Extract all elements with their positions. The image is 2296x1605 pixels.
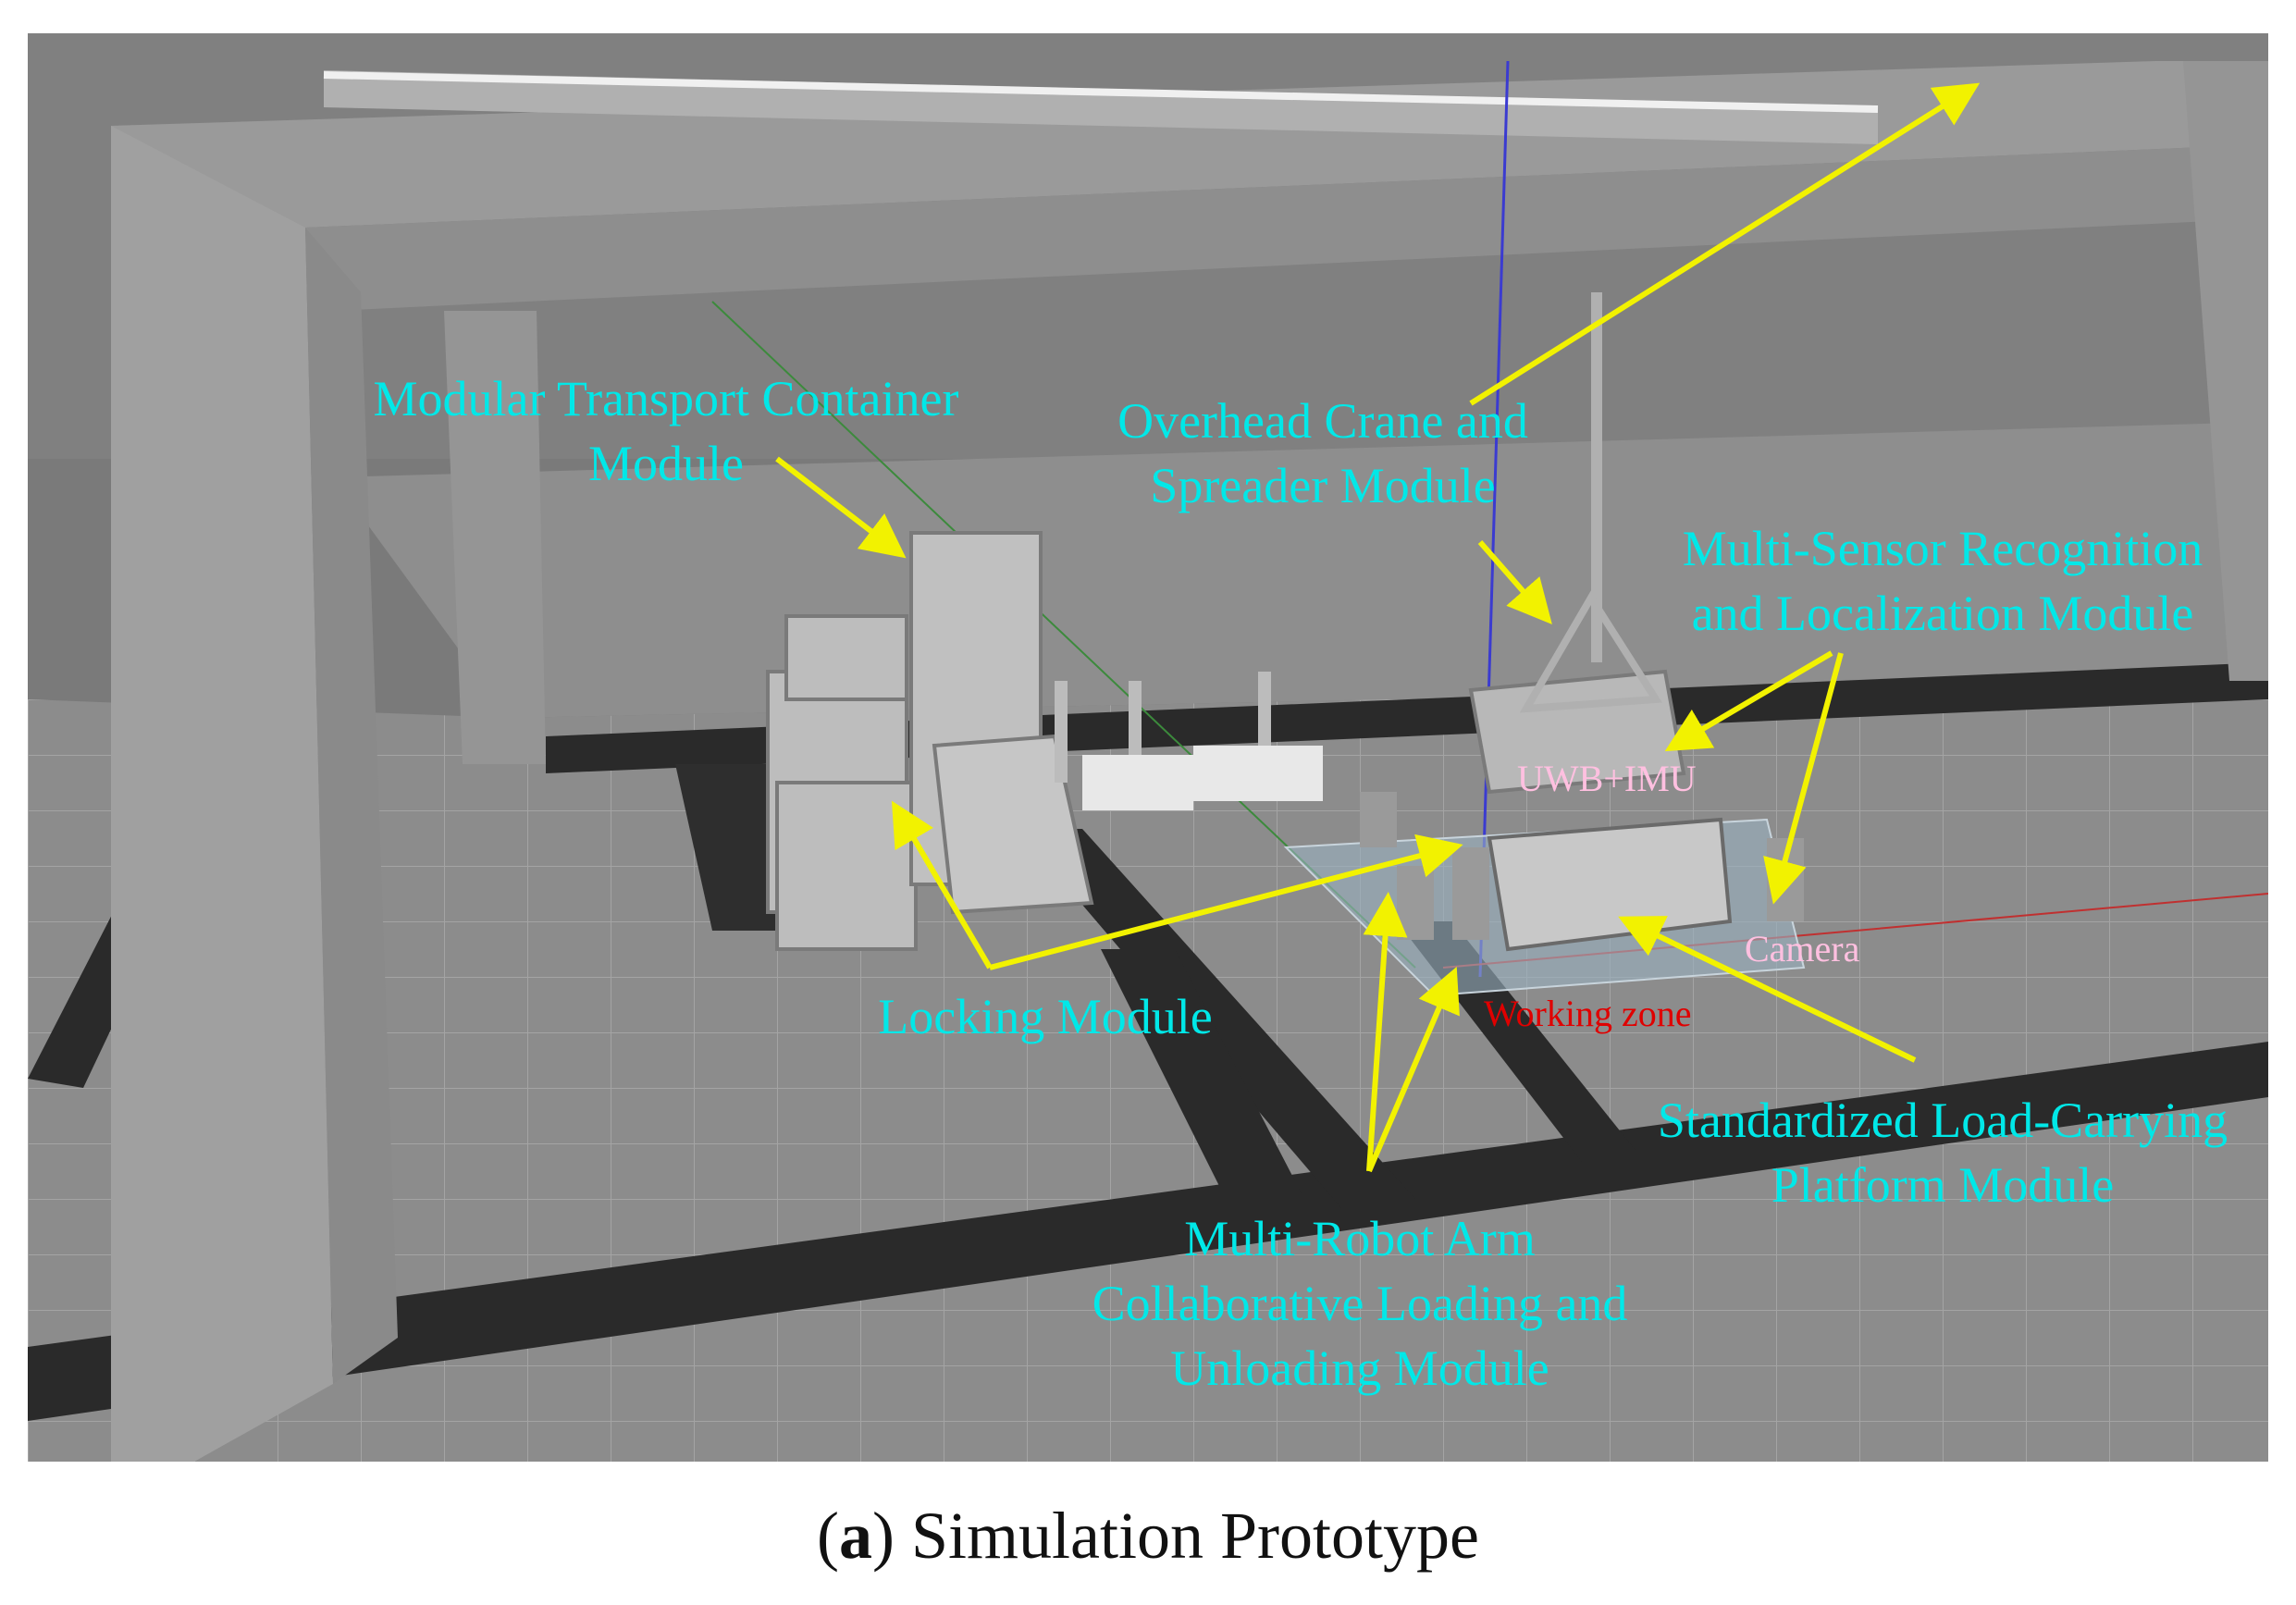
gantry-left-column [111, 126, 333, 1462]
arrow-robot-left [1363, 892, 1408, 1172]
crane-cable [1591, 292, 1602, 662]
label-locking-line1: Locking Module [878, 989, 1213, 1044]
label-sensor-line2: and Localization Module [1691, 586, 2194, 641]
label-crane-line2: Spreader Module [1150, 458, 1496, 513]
label-robot-arm-line2: Collaborative Loading and [1092, 1276, 1628, 1331]
gantry-back-column [444, 311, 546, 764]
floor-stripe-mid1 [1018, 829, 1415, 1208]
container-stack-left [766, 614, 918, 951]
label-container: Modular Transport Container Module [333, 366, 999, 496]
container-front [932, 734, 1094, 915]
label-uwb: UWB+IMU [1517, 758, 1697, 799]
label-robot-arm-line1: Multi-Robot Arm [1184, 1211, 1536, 1266]
gantry-rail-highlight [323, 71, 1879, 113]
load-platform [1487, 817, 1733, 952]
floor-stripe-front [28, 1042, 2268, 1421]
arrow-locking-right [989, 833, 1463, 970]
label-platform-line2: Platform Module [1771, 1157, 2115, 1213]
arrow-container [775, 456, 907, 559]
label-crane: Overhead Crane and Spreader Module [1082, 389, 1563, 518]
label-crane-line1: Overhead Crane and [1117, 393, 1528, 449]
label-robot-arm-line3: Unloading Module [1170, 1340, 1549, 1396]
label-container-line2: Module [588, 436, 744, 491]
label-working-zone: Working zone [1484, 993, 1692, 1034]
arrow-locking [891, 800, 993, 969]
label-camera: Camera [1745, 928, 1860, 969]
caption-letter: a [838, 1499, 872, 1573]
gantry-left-column-side [305, 228, 398, 1384]
caption-text: Simulation Prototype [894, 1499, 1479, 1573]
figure-caption: (a) Simulation Prototype [817, 1499, 1479, 1573]
label-sensor: Multi-Sensor Recognition and Localizatio… [1647, 516, 2239, 646]
annotation-arrows [775, 82, 1981, 1173]
arrow-sensor-uwb [1664, 650, 1833, 752]
axis-blue [1478, 60, 1510, 978]
gantry-rail [324, 70, 1878, 144]
arrow-sensor-camera [1763, 652, 1844, 905]
arrow-crane-top [1469, 82, 1981, 406]
simulation-scene [28, 33, 2268, 1462]
gantry-beam-face [305, 144, 2268, 311]
label-sensor-line1: Multi-Sensor Recognition [1682, 521, 2203, 576]
label-robot-arm: Multi-Robot Arm Collaborative Loading an… [1055, 1206, 1665, 1401]
arrow-crane-spreader [1477, 540, 1552, 625]
label-platform: Standardized Load-Carrying Platform Modu… [1619, 1088, 2266, 1217]
floor-stripe-mid2 [1101, 949, 1304, 1208]
label-container-line1: Modular Transport Container [373, 371, 959, 426]
gantry-right-column [2183, 61, 2268, 681]
spreader-rigging [1519, 590, 1662, 713]
label-locking: Locking Module [851, 984, 1240, 1049]
label-platform-line1: Standardized Load-Carrying [1657, 1093, 2228, 1148]
arrow-robot-right [1366, 966, 1460, 1173]
post-racks [1055, 672, 1323, 810]
arrow-platform [1618, 916, 1917, 1063]
